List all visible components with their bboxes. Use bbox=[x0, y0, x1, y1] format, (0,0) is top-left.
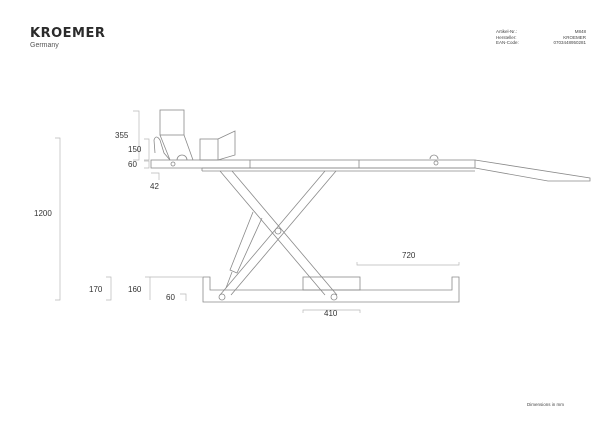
dimension-lines bbox=[55, 110, 460, 313]
dim-720: 720 bbox=[402, 251, 416, 260]
units-note: Dimensions in mm bbox=[527, 402, 565, 407]
dimension-labels: 355 150 60 42 1200 170 160 60 720 410 bbox=[34, 131, 416, 318]
base-frame bbox=[202, 276, 460, 303]
product-meta: Artikel-Nr.: M848 Hersteller: KROEMER EA… bbox=[496, 29, 586, 46]
meta-label: Hersteller: bbox=[496, 34, 517, 40]
ramp bbox=[474, 159, 591, 182]
dim-42: 42 bbox=[150, 182, 159, 191]
brand-name: KROEMER bbox=[30, 26, 106, 41]
dim-170: 170 bbox=[89, 285, 103, 294]
dim-355: 355 bbox=[115, 131, 129, 140]
meta-value: KROEMER bbox=[563, 34, 586, 40]
wheel-clamp-top bbox=[159, 109, 185, 136]
meta-label: EAN-Code: bbox=[496, 40, 519, 45]
brand-subtitle: Germany bbox=[30, 42, 59, 49]
dim-1200: 1200 bbox=[34, 209, 52, 218]
scissor-arms bbox=[219, 170, 338, 296]
meta-label: Artikel-Nr.: bbox=[496, 29, 518, 34]
meta-value: 0703448950281 bbox=[553, 40, 586, 45]
dim-410: 410 bbox=[324, 309, 338, 318]
front-stop bbox=[199, 138, 219, 161]
dim-60-top: 60 bbox=[128, 160, 137, 169]
dim-60-bottom: 60 bbox=[166, 293, 175, 302]
meta-row-ean: EAN-Code: 0703448950281 bbox=[496, 40, 586, 46]
dim-160: 160 bbox=[128, 285, 142, 294]
platform-top bbox=[150, 159, 476, 169]
meta-row-manufacturer: Hersteller: KROEMER bbox=[496, 35, 586, 41]
meta-value: M848 bbox=[574, 29, 586, 34]
brand-logo: KROEMER Germany bbox=[30, 26, 105, 49]
dim-150: 150 bbox=[128, 145, 142, 154]
lift-outline bbox=[150, 109, 591, 303]
meta-row-article: Artikel-Nr.: M848 bbox=[496, 29, 586, 35]
